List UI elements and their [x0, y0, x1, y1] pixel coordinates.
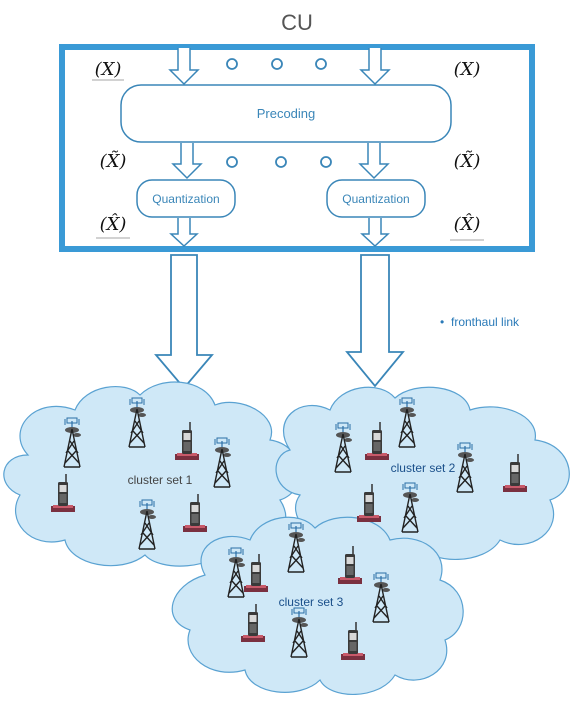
precoded-arrows — [171, 143, 390, 180]
input-arrows — [168, 48, 391, 86]
precoding-block — [120, 84, 452, 143]
legend-bullet: • — [440, 315, 444, 329]
fronthaul-arrows — [154, 254, 405, 390]
signal-xhat-right: (X̂) — [454, 213, 481, 235]
ellipsis-top — [226, 58, 327, 70]
cluster-label-2: cluster set 2 — [391, 461, 456, 475]
quantization-label-right: Quantization — [342, 192, 409, 206]
quantization-block-left — [136, 179, 236, 218]
signal-x-right: (X) — [454, 59, 481, 80]
cluster-cloud-3 — [171, 516, 464, 696]
cluster-label-1: cluster set 1 — [128, 473, 193, 487]
quantized-arrows — [169, 218, 390, 248]
signal-xtilde-right: (X̃) — [454, 150, 481, 172]
cu-title: CU — [281, 10, 313, 35]
legend-label: fronthaul link — [451, 315, 520, 329]
cluster-label-3: cluster set 3 — [279, 595, 344, 609]
ellipsis-middle — [226, 156, 332, 168]
signal-x-left: (X) — [95, 59, 122, 80]
quantization-block-right — [326, 179, 426, 218]
cu-box — [59, 44, 535, 252]
signal-xhat-left: (X̂) — [100, 213, 127, 235]
quantization-label-left: Quantization — [152, 192, 219, 206]
precoding-label: Precoding — [257, 106, 316, 121]
cluster-cloud-1 — [3, 381, 301, 567]
signal-xtilde-left: (X̃) — [100, 150, 127, 172]
